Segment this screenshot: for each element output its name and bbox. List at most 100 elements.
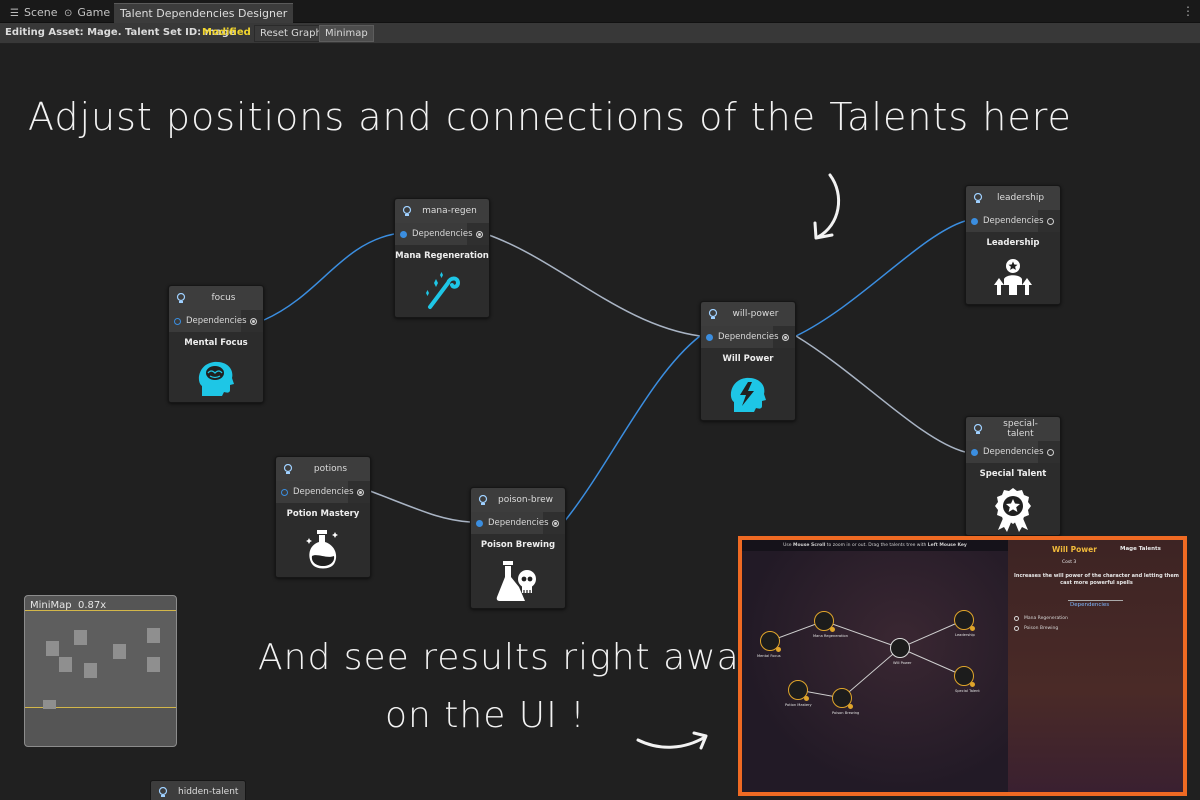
node-header[interactable]: mana-regen [395, 199, 489, 223]
preview-node-mana [814, 611, 834, 631]
leader-icon [966, 248, 1060, 308]
lightbulb-icon [283, 463, 293, 474]
talent-node-mana-regen[interactable]: mana-regen Dependencies Mana Regeneratio… [394, 198, 490, 318]
annotation-bottom-1: And see results right away [258, 637, 762, 678]
talent-name: Special Talent [979, 469, 1047, 479]
grid-icon: ☰ [10, 8, 19, 19]
tab-bar: ☰Scene ⊙Game Talent Dependencies Designe… [0, 0, 1200, 23]
node-header[interactable]: potions [276, 457, 370, 481]
preview-dependencies-title: Dependencies [1070, 602, 1110, 608]
output-port-dot[interactable] [250, 317, 257, 325]
connection-lines [263, 173, 966, 750]
minimap-toggle-button[interactable]: Minimap [319, 25, 374, 42]
gamepad-icon: ⊙ [64, 8, 73, 19]
talent-name: Mana Regeneration [395, 251, 489, 261]
modified-status: Modified [202, 27, 251, 38]
preview-node-focus [760, 631, 780, 651]
output-port-dot[interactable] [357, 488, 364, 496]
node-header[interactable]: leadership [966, 186, 1060, 210]
preview-node-poison [832, 688, 852, 708]
editing-asset-label: Editing Asset: Mage. Talent Set ID: mage [5, 27, 236, 38]
preview-links [769, 619, 965, 699]
toolbar: Editing Asset: Mage. Talent Set ID: mage… [0, 23, 1200, 44]
more-options-icon[interactable]: ⋮ [1182, 4, 1194, 18]
preview-node-lead [954, 610, 974, 630]
dependencies-port[interactable]: Dependencies [701, 326, 779, 348]
input-port-dot[interactable] [706, 333, 713, 341]
preview-talent-title: Will Power [1052, 545, 1097, 554]
output-port-dot[interactable] [476, 230, 483, 238]
dependencies-port[interactable]: Dependencies [395, 223, 473, 245]
talent-node-poison-brew[interactable]: poison-brew Dependencies Poison Brewing [470, 487, 566, 609]
minimap-node [59, 657, 72, 672]
award-badge-icon [966, 479, 1060, 539]
lightbulb-icon [973, 192, 983, 203]
talent-name: Mental Focus [184, 338, 248, 348]
preview-set-name: Mage Talents [1120, 546, 1161, 552]
minimap-zoom: 0.87x [78, 600, 107, 611]
minimap-node [147, 657, 160, 672]
talent-name: Will Power [722, 354, 774, 364]
minimap-node [46, 641, 59, 656]
preview-dependency-item: Poison Brewing [1014, 626, 1058, 631]
output-port-dot[interactable] [782, 333, 789, 341]
input-port-dot[interactable] [174, 317, 181, 325]
reset-graph-button[interactable]: Reset Graph [254, 25, 328, 42]
minimap-node [147, 628, 160, 643]
minimap-node [43, 700, 56, 709]
talent-node-special-talent[interactable]: special-talent Dependencies Special Tale… [965, 416, 1061, 536]
potion-flask-icon [276, 519, 370, 579]
dependencies-port[interactable]: Dependencies [966, 210, 1044, 232]
talent-node-potions[interactable]: potions Dependencies Potion Mastery [275, 456, 371, 578]
talent-node-will-power[interactable]: will-power Dependencies Will Power [700, 301, 796, 421]
output-port-dot[interactable] [1047, 217, 1054, 225]
talent-node-focus[interactable]: focus Dependencies Mental Focus [168, 285, 264, 403]
preview-tree-area: Use Mouse Scroll to zoom in or out. Drag… [742, 540, 1008, 792]
preview-description: Increases the will power of the characte… [1014, 573, 1179, 586]
preview-hint: Use Mouse Scroll to zoom in or out. Drag… [742, 540, 1008, 551]
preview-node-potion [788, 680, 808, 700]
tab-talent-designer[interactable]: Talent Dependencies Designer [114, 3, 294, 23]
annotation-bottom-2: on the UI ! [385, 695, 586, 736]
talent-node-hidden-talent[interactable]: hidden-talent [150, 780, 246, 800]
output-port-dot[interactable] [1047, 448, 1054, 456]
talent-name: Poison Brewing [480, 540, 556, 550]
node-header[interactable]: special-talent [966, 417, 1060, 441]
minimap-title: MiniMap [30, 600, 72, 611]
node-header[interactable]: poison-brew [471, 488, 565, 512]
lightbulb-icon [158, 786, 168, 797]
preview-dependency-item: Mana Regeneration [1014, 616, 1068, 621]
input-port-dot[interactable] [400, 230, 407, 238]
input-port-dot[interactable] [971, 217, 978, 225]
minimap-panel[interactable]: MiniMap 0.87x [24, 595, 177, 747]
dependencies-port[interactable]: Dependencies [169, 310, 247, 332]
graph-canvas[interactable]: Adjust positions and connections of the … [0, 45, 1200, 800]
dependencies-port[interactable]: Dependencies [966, 441, 1044, 463]
tab-game[interactable]: ⊙Game [64, 6, 111, 19]
input-port-dot[interactable] [476, 519, 483, 527]
dependencies-port[interactable]: Dependencies [276, 481, 354, 503]
brain-head-icon [169, 348, 263, 408]
lightbulb-icon [973, 423, 983, 434]
tab-scene[interactable]: ☰Scene [10, 6, 58, 19]
ui-preview-image: Use Mouse Scroll to zoom in or out. Drag… [738, 536, 1187, 796]
preview-node-special [954, 666, 974, 686]
talent-node-leadership[interactable]: leadership Dependencies Leadership [965, 185, 1061, 305]
node-header[interactable]: will-power [701, 302, 795, 326]
minimap-node [74, 630, 87, 645]
preview-node-will [890, 638, 910, 658]
preview-info-panel: Will Power Mage Talents Cost 3 Increases… [1008, 540, 1183, 792]
lightbulb-icon [176, 292, 186, 303]
lightbulb-icon [478, 494, 488, 505]
input-port-dot[interactable] [281, 488, 288, 496]
magic-staff-icon [395, 261, 489, 321]
input-port-dot[interactable] [971, 448, 978, 456]
lightning-head-icon [701, 364, 795, 424]
node-header[interactable]: focus [169, 286, 263, 310]
dependencies-port[interactable]: Dependencies [471, 512, 549, 534]
preview-cost: Cost 3 [1062, 560, 1077, 565]
lightbulb-icon [708, 308, 718, 319]
output-port-dot[interactable] [552, 519, 559, 527]
lightbulb-icon [402, 205, 412, 216]
